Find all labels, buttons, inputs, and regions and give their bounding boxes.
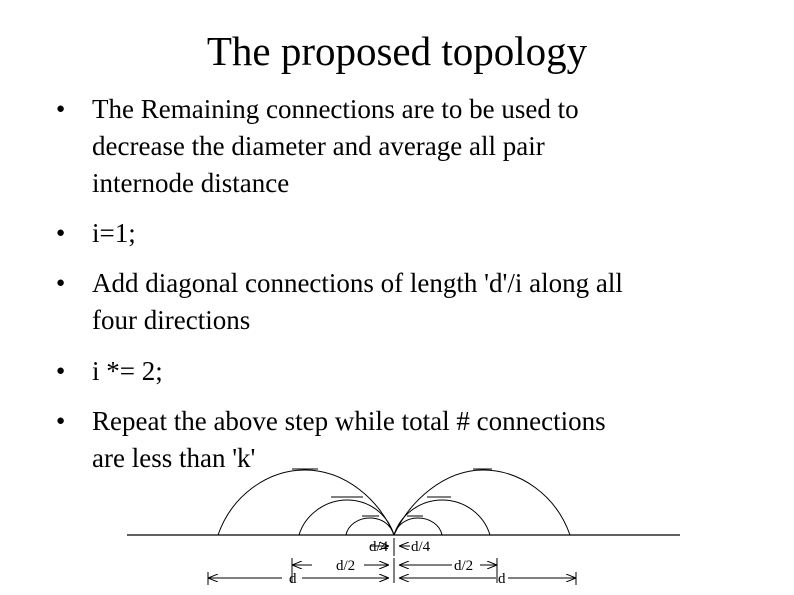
bullet-line: internode distance bbox=[92, 168, 290, 198]
dim-d4-right-label: d/4 bbox=[411, 539, 431, 555]
arc-d2-left bbox=[298, 499, 395, 536]
bullet-line: Add diagonal connections of length 'd'/i… bbox=[92, 268, 623, 298]
arc-d-left bbox=[217, 469, 395, 536]
dim-d2-right-label: d/2 bbox=[454, 558, 473, 574]
black-circle-bullet-icon: ● bbox=[56, 101, 66, 117]
arc-d4-left bbox=[345, 517, 395, 536]
dim-d4-left-label: d/4 bbox=[369, 539, 389, 555]
dim-d2-left-label: d/2 bbox=[336, 558, 355, 574]
bullet-line: i *= 2; bbox=[92, 356, 163, 386]
bullet-line: four directions bbox=[92, 305, 251, 335]
bullet-line: The Remaining connections are to be used… bbox=[92, 94, 579, 124]
slide-title: The proposed topology bbox=[206, 28, 588, 74]
dim-d-left-label: d bbox=[289, 571, 297, 587]
bullet-line: decrease the diameter and average all pa… bbox=[92, 131, 545, 161]
arc-d4-right bbox=[393, 517, 443, 536]
black-circle-bullet-icon: ● bbox=[56, 225, 66, 241]
black-circle-bullet-icon: ● bbox=[56, 275, 66, 291]
bullet-line: are less than 'k' bbox=[92, 443, 256, 473]
arc-d2-right bbox=[393, 499, 491, 536]
bullet-line: i=1; bbox=[92, 218, 136, 248]
black-circle-bullet-icon: ● bbox=[56, 413, 66, 429]
black-circle-bullet-icon: ● bbox=[56, 363, 66, 379]
dim-d-right-label: d bbox=[498, 571, 506, 587]
bullet-line: Repeat the above step while total # conn… bbox=[92, 406, 606, 436]
arc-d-right bbox=[393, 469, 571, 536]
